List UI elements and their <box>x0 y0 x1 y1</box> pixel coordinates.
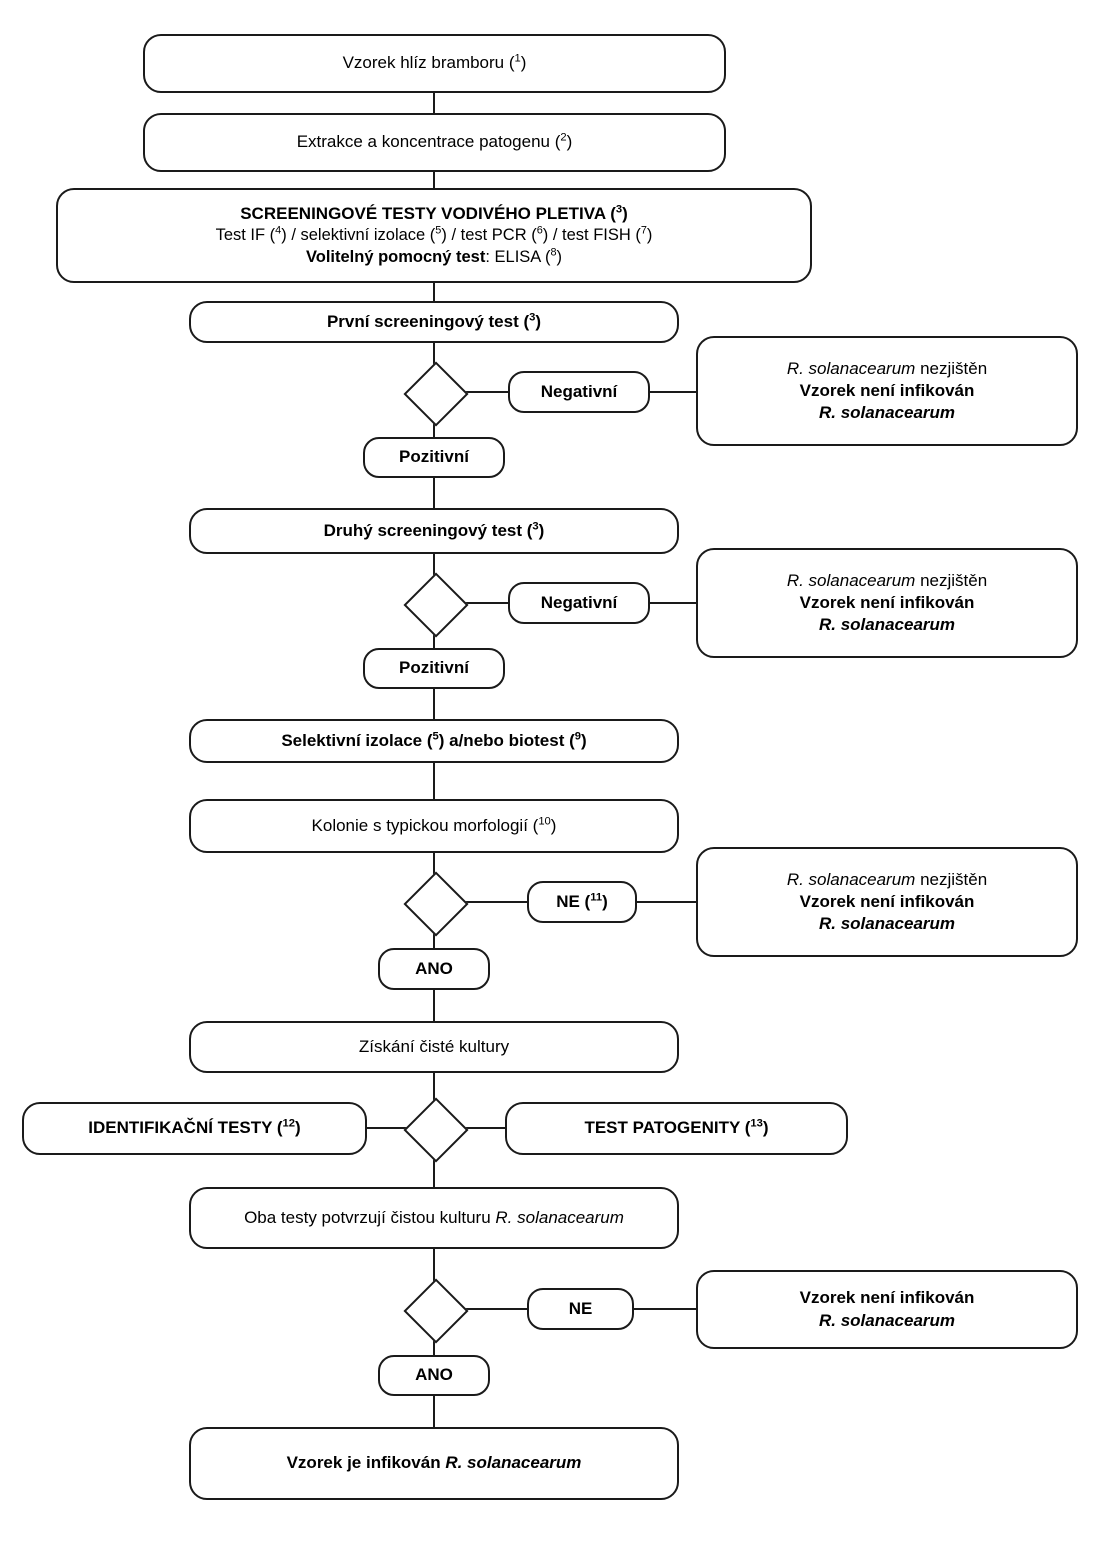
node-sample-infected-text: Vzorek je infikován R. solanacearum <box>286 1453 582 1473</box>
outcome-not-detected-3[interactable]: R. solanacearum nezjištěn Vzorek není in… <box>696 847 1078 957</box>
node-selective-isolation[interactable]: Selektivní izolace (5) a/nebo biotest (9… <box>189 719 679 763</box>
outcome-final-line-2: R. solanacearum <box>818 1310 956 1330</box>
node-second-screening-test[interactable]: Druhý screeningový test (3) <box>189 508 679 554</box>
outcome-1-line-2: Vzorek není infikován <box>799 380 975 400</box>
label-positive-second-test-text: Pozitivní <box>399 658 469 678</box>
node-both-tests-confirm-text: Oba testy potvrzují čistou kulturu R. so… <box>244 1207 624 1227</box>
label-positive-first-test[interactable]: Pozitivní <box>363 437 505 478</box>
node-pure-culture-text: Získání čisté kultury <box>358 1036 510 1056</box>
node-identification-tests-text: IDENTIFIKAČNÍ TESTY (12) <box>88 1117 301 1138</box>
decision-diamond-second-test[interactable] <box>403 572 469 638</box>
node-sample[interactable]: Vzorek hlíz bramboru (1) <box>143 34 726 93</box>
node-sample-text: Vzorek hlíz bramboru (1) <box>342 52 527 73</box>
node-first-screening-test-text: První screeningový test (3) <box>326 311 542 331</box>
screening-heading: SCREENINGOVÉ TESTY VODIVÉHO PLETIVA (3) <box>240 203 628 224</box>
outcome-2-line-3: R. solanacearum <box>818 615 956 635</box>
label-yes-colonies[interactable]: ANO <box>378 948 490 990</box>
node-pathogenicity-test-text: TEST PATOGENITY (13) <box>584 1117 769 1138</box>
node-sample-infected[interactable]: Vzorek je infikován R. solanacearum <box>189 1427 679 1500</box>
decision-diamond-identification[interactable] <box>403 1097 469 1163</box>
label-negative-first-test[interactable]: Negativní <box>508 371 650 413</box>
screening-methods: Test IF (4) / selektivní izolace (5) / t… <box>215 224 653 245</box>
outcome-1-line-3: R. solanacearum <box>818 403 956 423</box>
outcome-3-line-1: R. solanacearum nezjištěn <box>786 869 988 889</box>
node-pathogenicity-test[interactable]: TEST PATOGENITY (13) <box>505 1102 848 1155</box>
node-screening-tests[interactable]: SCREENINGOVÉ TESTY VODIVÉHO PLETIVA (3) … <box>56 188 812 283</box>
decision-diamond-first-test[interactable] <box>403 361 469 427</box>
label-negative-first-test-text: Negativní <box>540 381 618 401</box>
node-selective-isolation-text: Selektivní izolace (5) a/nebo biotest (9… <box>281 730 587 750</box>
outcome-3-line-2: Vzorek není infikován <box>799 891 975 911</box>
node-second-screening-test-text: Druhý screeningový test (3) <box>323 520 545 540</box>
label-no-colonies-text: NE (11) <box>556 891 608 911</box>
outcome-1-line-1: R. solanacearum nezjištěn <box>786 358 988 378</box>
node-typical-colonies-text: Kolonie s typickou morfologií (10) <box>311 815 557 835</box>
label-negative-second-test[interactable]: Negativní <box>508 582 650 624</box>
node-extraction-text: Extrakce a koncentrace patogenu (2) <box>296 131 573 152</box>
node-pure-culture[interactable]: Získání čisté kultury <box>189 1021 679 1073</box>
label-no-final[interactable]: NE <box>527 1288 634 1330</box>
node-both-tests-confirm[interactable]: Oba testy potvrzují čistou kulturu R. so… <box>189 1187 679 1249</box>
decision-diamond-colonies[interactable] <box>403 871 469 937</box>
outcome-not-detected-2[interactable]: R. solanacearum nezjištěn Vzorek není in… <box>696 548 1078 658</box>
outcome-2-line-2: Vzorek není infikován <box>799 592 975 612</box>
decision-diamond-final[interactable] <box>403 1278 469 1344</box>
label-yes-final[interactable]: ANO <box>378 1355 490 1396</box>
label-no-final-text: NE <box>568 1298 593 1318</box>
label-yes-colonies-text: ANO <box>415 958 453 978</box>
node-identification-tests[interactable]: IDENTIFIKAČNÍ TESTY (12) <box>22 1102 367 1155</box>
outcome-not-infected-final[interactable]: Vzorek není infikován R. solanacearum <box>696 1270 1078 1349</box>
node-first-screening-test[interactable]: První screeningový test (3) <box>189 301 679 343</box>
node-typical-colonies[interactable]: Kolonie s typickou morfologií (10) <box>189 799 679 853</box>
outcome-2-line-1: R. solanacearum nezjištěn <box>786 570 988 590</box>
label-negative-second-test-text: Negativní <box>540 592 618 612</box>
label-no-colonies[interactable]: NE (11) <box>527 881 637 923</box>
outcome-not-detected-1[interactable]: R. solanacearum nezjištěn Vzorek není in… <box>696 336 1078 446</box>
outcome-3-line-3: R. solanacearum <box>818 914 956 934</box>
label-yes-final-text: ANO <box>415 1365 453 1385</box>
node-extraction[interactable]: Extrakce a koncentrace patogenu (2) <box>143 113 726 172</box>
label-positive-second-test[interactable]: Pozitivní <box>363 648 505 689</box>
label-positive-first-test-text: Pozitivní <box>399 447 469 467</box>
outcome-final-line-1: Vzorek není infikován <box>799 1288 975 1308</box>
screening-optional: Volitelný pomocný test: ELISA (8) <box>305 246 563 266</box>
